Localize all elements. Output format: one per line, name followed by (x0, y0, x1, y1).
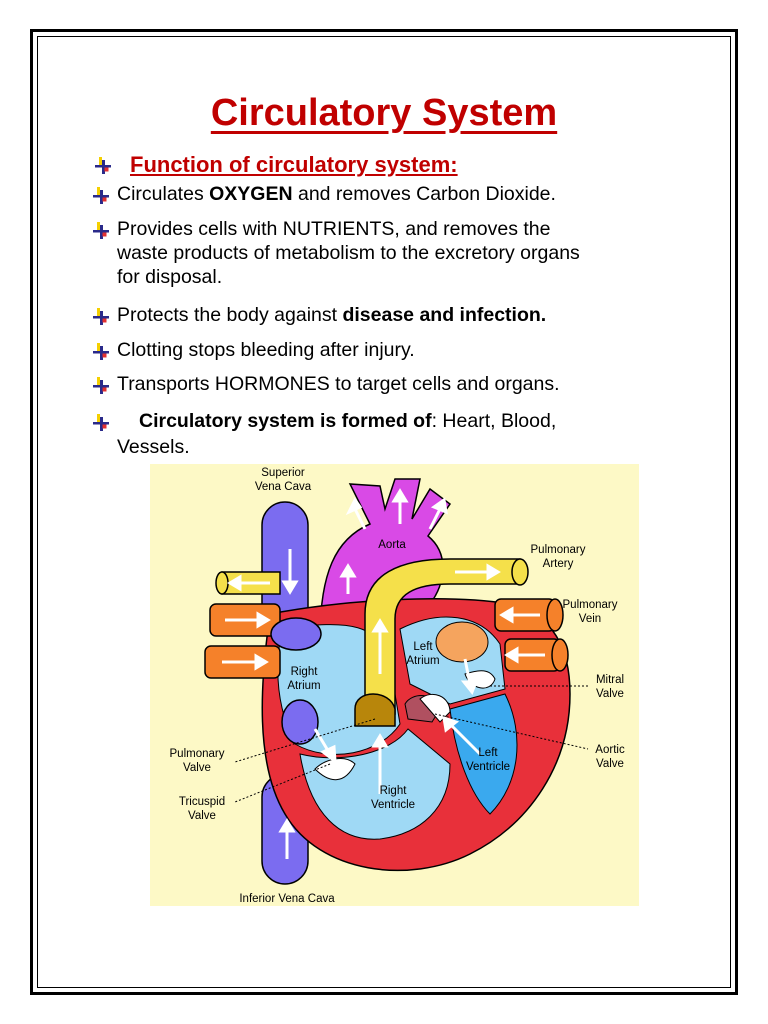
label-pulmonary-artery: Pulmonary (531, 544, 586, 556)
heart-diagram: Superior Vena Cava Aorta Pulmonary Arter… (150, 464, 639, 906)
bullet-text: Vessels. (117, 436, 190, 458)
label-right-atrium: Right (291, 666, 319, 678)
label-aorta: Aorta (378, 539, 406, 551)
label-superior-vena-cava: Superior (261, 467, 305, 479)
label-tricuspid-valve: Tricuspid (179, 796, 225, 808)
bullet-text: Circulates (117, 183, 210, 205)
bullet-arrow-icon (95, 154, 112, 174)
label-left-atrium: Atrium (406, 655, 439, 667)
page-title: Circulatory System (210, 92, 558, 134)
label-superior-vena-cava: Vena Cava (255, 481, 312, 493)
label-right-ventricle: Right (380, 785, 408, 797)
bullet-emphasis: disease and infection. (342, 304, 547, 326)
bullet-arrow-icon (93, 186, 110, 210)
bullet-arrow-icon (93, 376, 110, 400)
bullet-text: Clotting stops bleeding after injury. (117, 339, 415, 361)
label-aortic-valve: Aortic (595, 744, 625, 756)
label-tricuspid-valve: Valve (188, 810, 216, 822)
bullet-text: Transports HORMONES to target cells and … (117, 373, 560, 395)
label-inferior-vena-cava: Inferior Vena Cava (239, 893, 335, 905)
bullet-text: waste products of metabolism to the excr… (117, 242, 580, 264)
page-border-outer (30, 29, 738, 995)
bullet-emphasis: OXYGEN (209, 183, 293, 205)
label-pulmonary-artery: Artery (543, 558, 574, 570)
page-border-inner (37, 36, 731, 988)
label-left-ventricle: Left (478, 747, 498, 759)
section-heading: Function of circulatory system: (95, 152, 458, 178)
label-right-atrium: Atrium (287, 680, 320, 692)
bullet-arrow-icon (93, 413, 110, 437)
bullet-text: for disposal. (117, 266, 223, 288)
bullet-text: and removes Carbon Dioxide. (292, 183, 556, 205)
label-pulmonary-valve: Pulmonary (170, 748, 225, 760)
right-ventricle-chamber (299, 728, 451, 840)
label-pulmonary-vein: Pulmonary (563, 599, 618, 611)
label-pulmonary-valve: Valve (183, 762, 211, 774)
label-left-ventricle: Ventricle (466, 761, 510, 773)
label-mitral-valve: Mitral (596, 674, 624, 686)
label-left-atrium: Left (413, 641, 433, 653)
tricuspid-valve-shape (314, 758, 356, 781)
label-mitral-valve: Valve (596, 688, 624, 700)
bullet-arrow-icon (93, 221, 110, 245)
bullet-text: : Heart, Blood, (431, 410, 557, 432)
bullet-text: Provides cells with NUTRIENTS, and remov… (117, 218, 551, 240)
section-heading-text: Function of circulatory system: (130, 152, 458, 177)
bullet-arrow-icon (93, 307, 110, 331)
bullet-text: Protects the body against (117, 304, 343, 326)
label-aortic-valve: Valve (596, 758, 624, 770)
bullet-emphasis: Circulatory system is formed of (139, 410, 432, 432)
bullet-arrow-icon (93, 342, 110, 366)
left-ventricle-chamber (449, 693, 518, 815)
label-right-ventricle: Ventricle (371, 799, 415, 811)
pulmonary-valve-shape (354, 693, 396, 727)
label-pulmonary-vein: Vein (579, 613, 601, 625)
